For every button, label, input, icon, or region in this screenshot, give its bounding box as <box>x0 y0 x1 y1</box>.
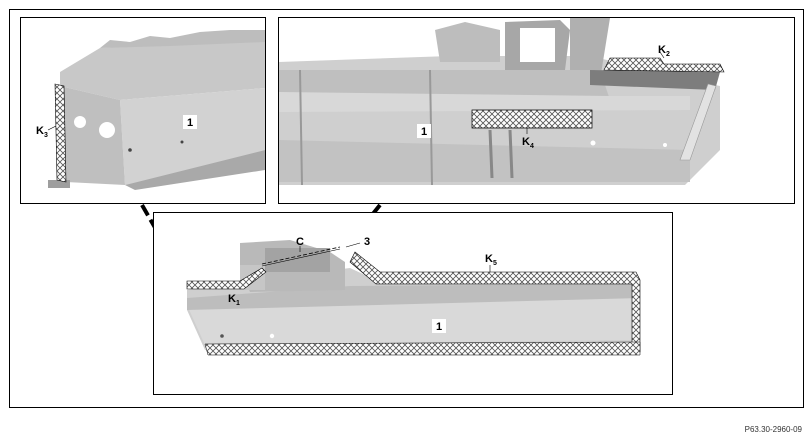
label-3: 3 <box>364 236 370 248</box>
label-c: C <box>296 236 304 248</box>
detail-panel-right: K2 K4 1 <box>278 17 795 204</box>
adhesive-k4 <box>471 109 593 129</box>
overview-panel: C 3 K5 K1 1 <box>153 212 673 395</box>
adhesive-bottom <box>204 341 641 356</box>
label-k4: K4 <box>522 136 534 150</box>
seam-c <box>261 246 341 265</box>
detail-panel-left: K3 1 <box>20 17 266 204</box>
label-k5: K5 <box>485 253 497 267</box>
label-k3: K3 <box>36 125 48 139</box>
figure-reference: P63.30-2960-09 <box>745 425 803 434</box>
adhesive-k1 <box>186 267 267 290</box>
label-k2: K2 <box>658 44 670 58</box>
adhesive-k3 <box>54 83 67 183</box>
label-k1: K1 <box>228 293 240 307</box>
label-part-1-left: 1 <box>187 117 193 129</box>
outer-frame <box>9 9 804 408</box>
adhesive-k2 <box>603 57 725 73</box>
label-part-1-right: 1 <box>421 126 427 138</box>
label-part-1-overview: 1 <box>436 321 442 333</box>
